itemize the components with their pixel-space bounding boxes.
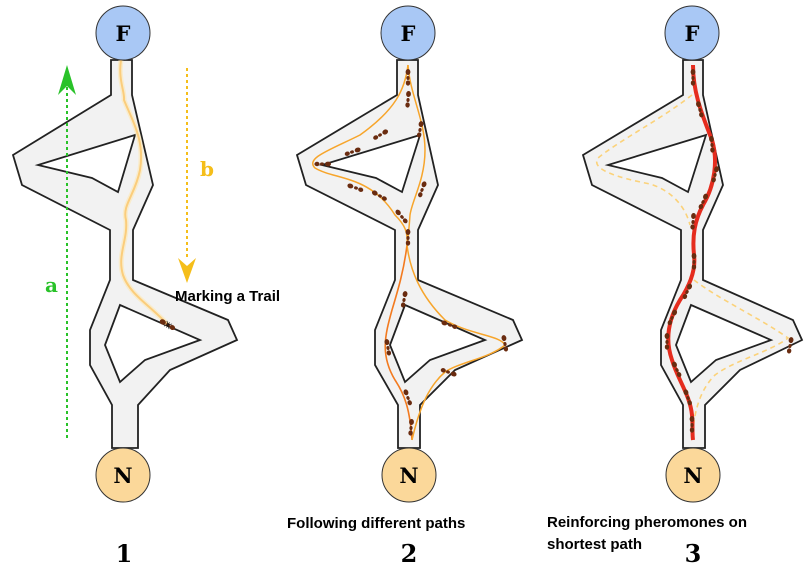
nest-node [95,447,151,503]
ant [405,91,411,108]
ant [344,147,361,156]
food-node-label: F [401,21,416,46]
ant [159,319,176,331]
ant [403,389,412,406]
ant [711,166,719,183]
ant [371,190,387,201]
panel-number: 1 [116,539,133,568]
nest-node-label: N [683,463,702,488]
faded-trail-lower [692,279,790,431]
ant [395,209,408,224]
corridor-outer [295,59,524,449]
ant [690,213,696,230]
panel-1: a b Marking a Trail F N 1 [11,5,280,568]
ant [384,339,392,356]
arrow-a-head [58,65,76,95]
ant [689,416,695,433]
food-node-label: F [685,21,700,46]
pheromone-trail-glow [117,59,170,327]
ants [314,69,509,436]
ant [667,309,678,326]
faded-trail-upper [595,94,693,226]
ant [501,335,509,352]
ant [347,183,364,192]
nest-node-label: N [399,463,418,488]
panel-2: F N Following different paths 2 [287,5,524,568]
nest-node-label: N [113,463,132,488]
ant [400,291,408,308]
ant [671,361,682,378]
arrow-b-label: b [200,157,214,181]
ant [709,136,715,153]
ant [441,320,458,329]
panel-caption: Following different paths [287,515,465,532]
ant [418,181,427,198]
food-node [95,5,151,61]
ant [690,69,696,86]
ant [405,69,411,86]
panel-3: F N Reinforcing pheromones on shortest p… [547,5,804,568]
arrow-a-label: a [45,273,58,297]
ants [664,69,794,433]
ant [416,121,424,138]
food-node [380,5,436,61]
marking-trail-label: Marking a Trail [175,288,280,305]
ant [314,161,331,167]
panel-number: 2 [401,539,418,568]
panel-number: 3 [685,539,702,568]
nest-node [381,447,437,503]
corridor-inner-upper [34,133,137,194]
food-node-label: F [116,21,131,46]
corridor-inner-lower [104,303,203,384]
trail-left-upper [312,64,409,246]
ant [691,253,697,270]
corridor-inner-upper [604,133,708,194]
ant [664,333,670,350]
ant [696,101,704,118]
corridor-inner-lower [389,303,488,384]
ant [786,337,794,354]
ant [408,419,414,436]
corridor-outer [11,59,239,449]
ant [683,389,692,406]
nest-node [665,447,721,503]
corridor-inner-lower [675,303,774,384]
ant [405,229,411,246]
panel-caption-line-1: Reinforcing pheromones on [547,514,747,531]
arrow-b-head [178,258,196,283]
corridor-inner-upper [318,133,422,194]
ant [682,283,693,300]
ant [698,193,709,210]
food-node [664,5,720,61]
panel-caption-line-2: shortest path [547,536,642,553]
ant [440,368,457,377]
ant [373,129,389,140]
